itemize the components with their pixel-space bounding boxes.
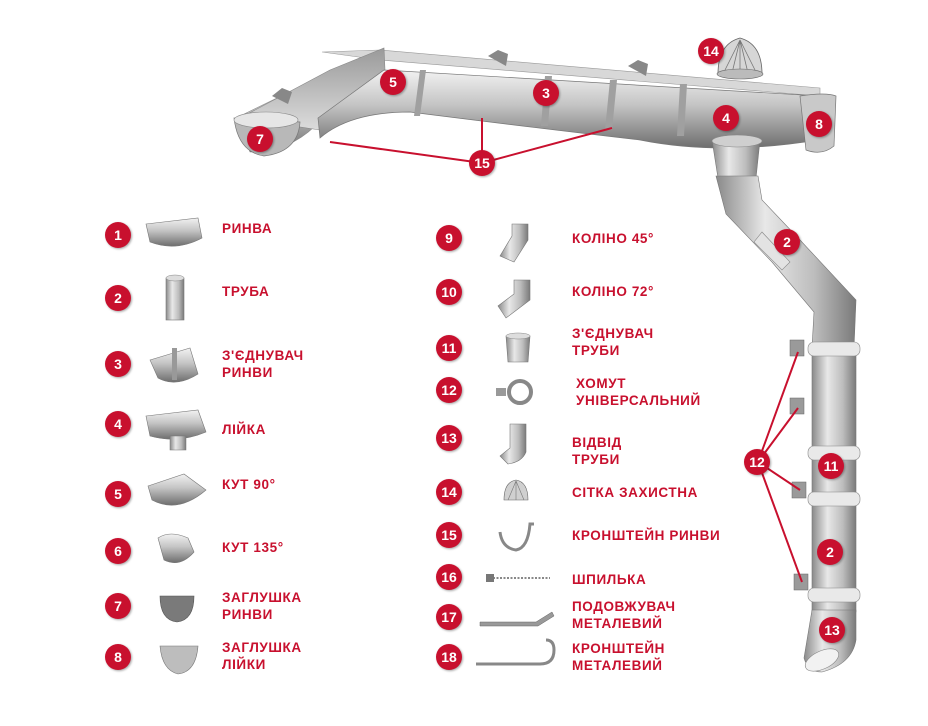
legend-badge-1: 1 xyxy=(105,222,131,248)
legend-badge-15: 15 xyxy=(436,522,462,548)
callout-badge-3: 3 xyxy=(533,80,559,106)
legend-label-5: КУТ 90° xyxy=(222,477,276,492)
corner-135-icon xyxy=(157,533,195,563)
legend-badge-14: 14 xyxy=(436,479,462,505)
gutter-end-cap-icon xyxy=(159,595,195,623)
legend-badge-8: 8 xyxy=(105,644,131,670)
legend-badge-13: 13 xyxy=(436,425,462,451)
legend-label-14: СІТКА ЗАХИСТНА xyxy=(572,485,698,500)
legend-badge-3: 3 xyxy=(105,351,131,377)
legend-badge-6: 6 xyxy=(105,538,131,564)
funnel-end-cap-icon xyxy=(159,645,199,675)
legend-label-16: ШПИЛЬКА xyxy=(572,572,647,587)
legend-badge-5: 5 xyxy=(105,481,131,507)
gutter-connector-icon xyxy=(149,347,199,383)
legend-badge-17: 17 xyxy=(436,604,462,630)
legend-label-2: ТРУБА xyxy=(222,284,270,299)
legend-badge-9: 9 xyxy=(436,225,462,251)
protective-mesh-icon xyxy=(503,479,529,501)
stud-icon xyxy=(486,574,550,582)
elbow-72-icon xyxy=(497,279,531,319)
callout-badge-13: 13 xyxy=(819,617,845,643)
legend-badge-2: 2 xyxy=(105,285,131,311)
legend-badge-18: 18 xyxy=(436,644,462,670)
legend-badge-4: 4 xyxy=(105,411,131,437)
protective-mesh-illustration xyxy=(716,37,764,80)
legend-badge-11: 11 xyxy=(436,335,462,361)
pipe-icon xyxy=(165,274,185,321)
legend-label-10: КОЛІНО 72° xyxy=(572,284,655,299)
callout-badge-5: 5 xyxy=(380,69,406,95)
legend-badge-16: 16 xyxy=(436,564,462,590)
callout-badge-15: 15 xyxy=(469,150,495,176)
elbow-45-icon xyxy=(499,223,529,263)
metal-bracket-icon xyxy=(476,638,556,666)
gutter-bracket-icon xyxy=(498,522,534,552)
callout-badge-14: 14 xyxy=(698,38,724,64)
legend-badge-12: 12 xyxy=(436,377,462,403)
callout-badge-2: 2 xyxy=(817,539,843,565)
pipe-outlet-icon xyxy=(499,423,527,465)
legend-label-1: РИНВА xyxy=(222,221,273,236)
callout-badge-8: 8 xyxy=(806,111,832,137)
callout-badge-4: 4 xyxy=(713,105,739,131)
legend-label-6: КУТ 135° xyxy=(222,540,284,555)
callout-badge-12: 12 xyxy=(744,449,770,475)
callout-badge-2: 2 xyxy=(774,229,800,255)
funnel-icon xyxy=(145,409,207,451)
gutter-icon xyxy=(145,217,203,247)
legend-label-15: КРОНШТЕЙН РИНВИ xyxy=(572,528,721,543)
legend-label-4: ЛІЙКА xyxy=(222,422,266,437)
legend-label-9: КОЛІНО 45° xyxy=(572,231,655,246)
callout-badge-11: 11 xyxy=(818,453,844,479)
pipe-clamp-icon xyxy=(496,379,533,405)
pipe-connector-icon xyxy=(505,332,531,363)
legend-badge-10: 10 xyxy=(436,279,462,305)
callout-badge-7: 7 xyxy=(247,126,273,152)
legend-badge-7: 7 xyxy=(105,593,131,619)
metal-extender-icon xyxy=(479,611,555,627)
corner-90-icon xyxy=(147,473,207,506)
